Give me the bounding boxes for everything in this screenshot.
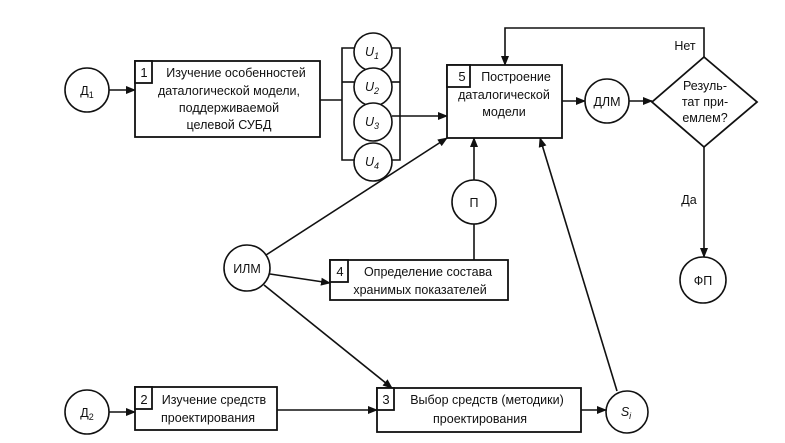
node-p-circle xyxy=(451,179,497,225)
node-ilm-circle xyxy=(223,244,271,292)
svg-text:Si: Si xyxy=(621,405,632,421)
process-box-1-line-1: Изучение особенностей xyxy=(166,66,305,80)
process-box-5[interactable]: 5 Построение даталогической модели xyxy=(446,64,563,139)
svg-text:U4: U4 xyxy=(365,155,379,171)
decision-diamond xyxy=(650,55,759,149)
node-p-label: П xyxy=(470,196,479,210)
node-fp[interactable]: ФП xyxy=(679,256,727,304)
edge-ilm-to-box3 xyxy=(263,284,393,389)
node-fp-label: ФП xyxy=(694,274,713,288)
process-box-5-line-1: Построение xyxy=(481,70,551,84)
process-box-2-number: 2 xyxy=(140,392,147,407)
svg-text:U1: U1 xyxy=(365,45,379,61)
u-group-bracket-right xyxy=(392,47,401,161)
process-box-2-line-2: проектирования xyxy=(161,411,255,425)
node-dlm-label: ДЛМ xyxy=(593,95,620,109)
node-si-circle xyxy=(605,390,649,434)
process-box-4-frame xyxy=(329,259,509,301)
node-p[interactable]: П xyxy=(451,179,497,225)
process-box-3-line-2: проектирования xyxy=(433,412,527,426)
process-box-4-number-cell xyxy=(329,259,349,283)
node-d1-label: Д xyxy=(80,84,89,98)
process-box-2[interactable]: 2 Изучение средств проектирования xyxy=(134,386,278,431)
decision-result-acceptable[interactable]: Резуль- тат при- емлем? xyxy=(650,55,759,149)
node-u3-sub: 3 xyxy=(374,121,379,131)
process-box-1-frame xyxy=(134,60,321,138)
connectors xyxy=(109,27,708,416)
node-u1-label: U xyxy=(365,45,375,59)
node-d2-sub: 2 xyxy=(89,412,94,422)
svg-text:Д2: Д2 xyxy=(80,406,93,422)
node-dlm[interactable]: ДЛМ xyxy=(584,78,630,124)
node-si[interactable]: Si xyxy=(605,390,649,434)
node-d1-sub: 1 xyxy=(89,90,94,100)
process-box-5-line-3: модели xyxy=(482,105,525,119)
node-si-sub: i xyxy=(629,411,632,421)
process-box-1-line-4: целевой СУБД xyxy=(187,118,272,132)
node-u1[interactable]: U1 xyxy=(353,32,393,72)
node-d2[interactable]: Д2 xyxy=(64,389,110,435)
edge-si-to-box5 xyxy=(538,137,618,392)
node-u3[interactable]: U3 xyxy=(353,102,393,142)
node-fp-circle xyxy=(679,256,727,304)
svg-text:U3: U3 xyxy=(365,115,379,131)
node-u2-label: U xyxy=(365,80,375,94)
process-box-1-line-3: поддерживаемой xyxy=(179,101,279,115)
node-u2[interactable]: U2 xyxy=(353,67,393,107)
node-u4[interactable]: U4 xyxy=(353,142,393,182)
process-box-5-number-cell xyxy=(446,64,471,88)
decision-line-1: Резуль- xyxy=(683,79,727,93)
edge-ilm-to-box5 xyxy=(265,137,448,256)
node-ilm[interactable]: ИЛМ xyxy=(223,244,271,292)
node-ilm-label: ИЛМ xyxy=(233,262,261,276)
process-box-3-number: 3 xyxy=(382,392,389,407)
process-box-1[interactable]: 1 Изучение особенностей даталогической м… xyxy=(134,60,321,138)
process-box-4[interactable]: 4 Определение состава хранимых показател… xyxy=(329,259,509,301)
process-box-5-number: 5 xyxy=(458,69,465,84)
node-u2-sub: 2 xyxy=(373,86,379,96)
process-box-3-line-1: Выбор средств (методики) xyxy=(410,393,564,407)
process-box-3-number-cell xyxy=(376,387,395,411)
node-u3-circle xyxy=(353,102,393,142)
edge-label-yes: Да xyxy=(681,193,696,207)
node-dlm-circle xyxy=(584,78,630,124)
node-u4-sub: 4 xyxy=(374,161,379,171)
node-d1[interactable]: Д1 xyxy=(64,67,110,113)
node-d2-circle xyxy=(64,389,110,435)
node-u4-label: U xyxy=(365,155,375,169)
process-box-5-line-2: даталогической xyxy=(458,88,550,102)
process-box-1-line-2: даталогической модели, xyxy=(158,84,300,98)
node-u4-circle xyxy=(353,142,393,182)
process-box-4-line-2: хранимых показателей xyxy=(353,283,486,297)
edge-ilm-to-box4 xyxy=(269,273,331,286)
node-d2-label: Д xyxy=(80,406,89,420)
node-u3-label: U xyxy=(365,115,375,129)
process-box-3-frame xyxy=(376,387,582,433)
svg-text:Д1: Д1 xyxy=(80,84,93,100)
edge-decision-no-loop xyxy=(501,27,705,66)
edge-label-no: Нет xyxy=(674,39,696,53)
decision-line-3: емлем? xyxy=(682,111,727,125)
node-u1-sub: 1 xyxy=(374,51,379,61)
process-box-2-number-cell xyxy=(134,386,153,410)
process-box-2-line-1: Изучение средств xyxy=(162,393,267,407)
svg-text:U2: U2 xyxy=(365,80,379,96)
node-d1-circle xyxy=(64,67,110,113)
process-box-4-line-1: Определение состава xyxy=(364,265,492,279)
process-box-3[interactable]: 3 Выбор средств (методики) проектировани… xyxy=(376,387,582,433)
process-box-1-number-cell xyxy=(134,60,153,84)
node-si-label: S xyxy=(621,405,630,419)
process-box-4-number: 4 xyxy=(336,264,343,279)
process-box-1-number: 1 xyxy=(140,65,147,80)
process-box-2-frame xyxy=(134,386,278,431)
u-group-bracket-left xyxy=(341,47,354,161)
decision-line-2: тат при- xyxy=(682,95,728,109)
